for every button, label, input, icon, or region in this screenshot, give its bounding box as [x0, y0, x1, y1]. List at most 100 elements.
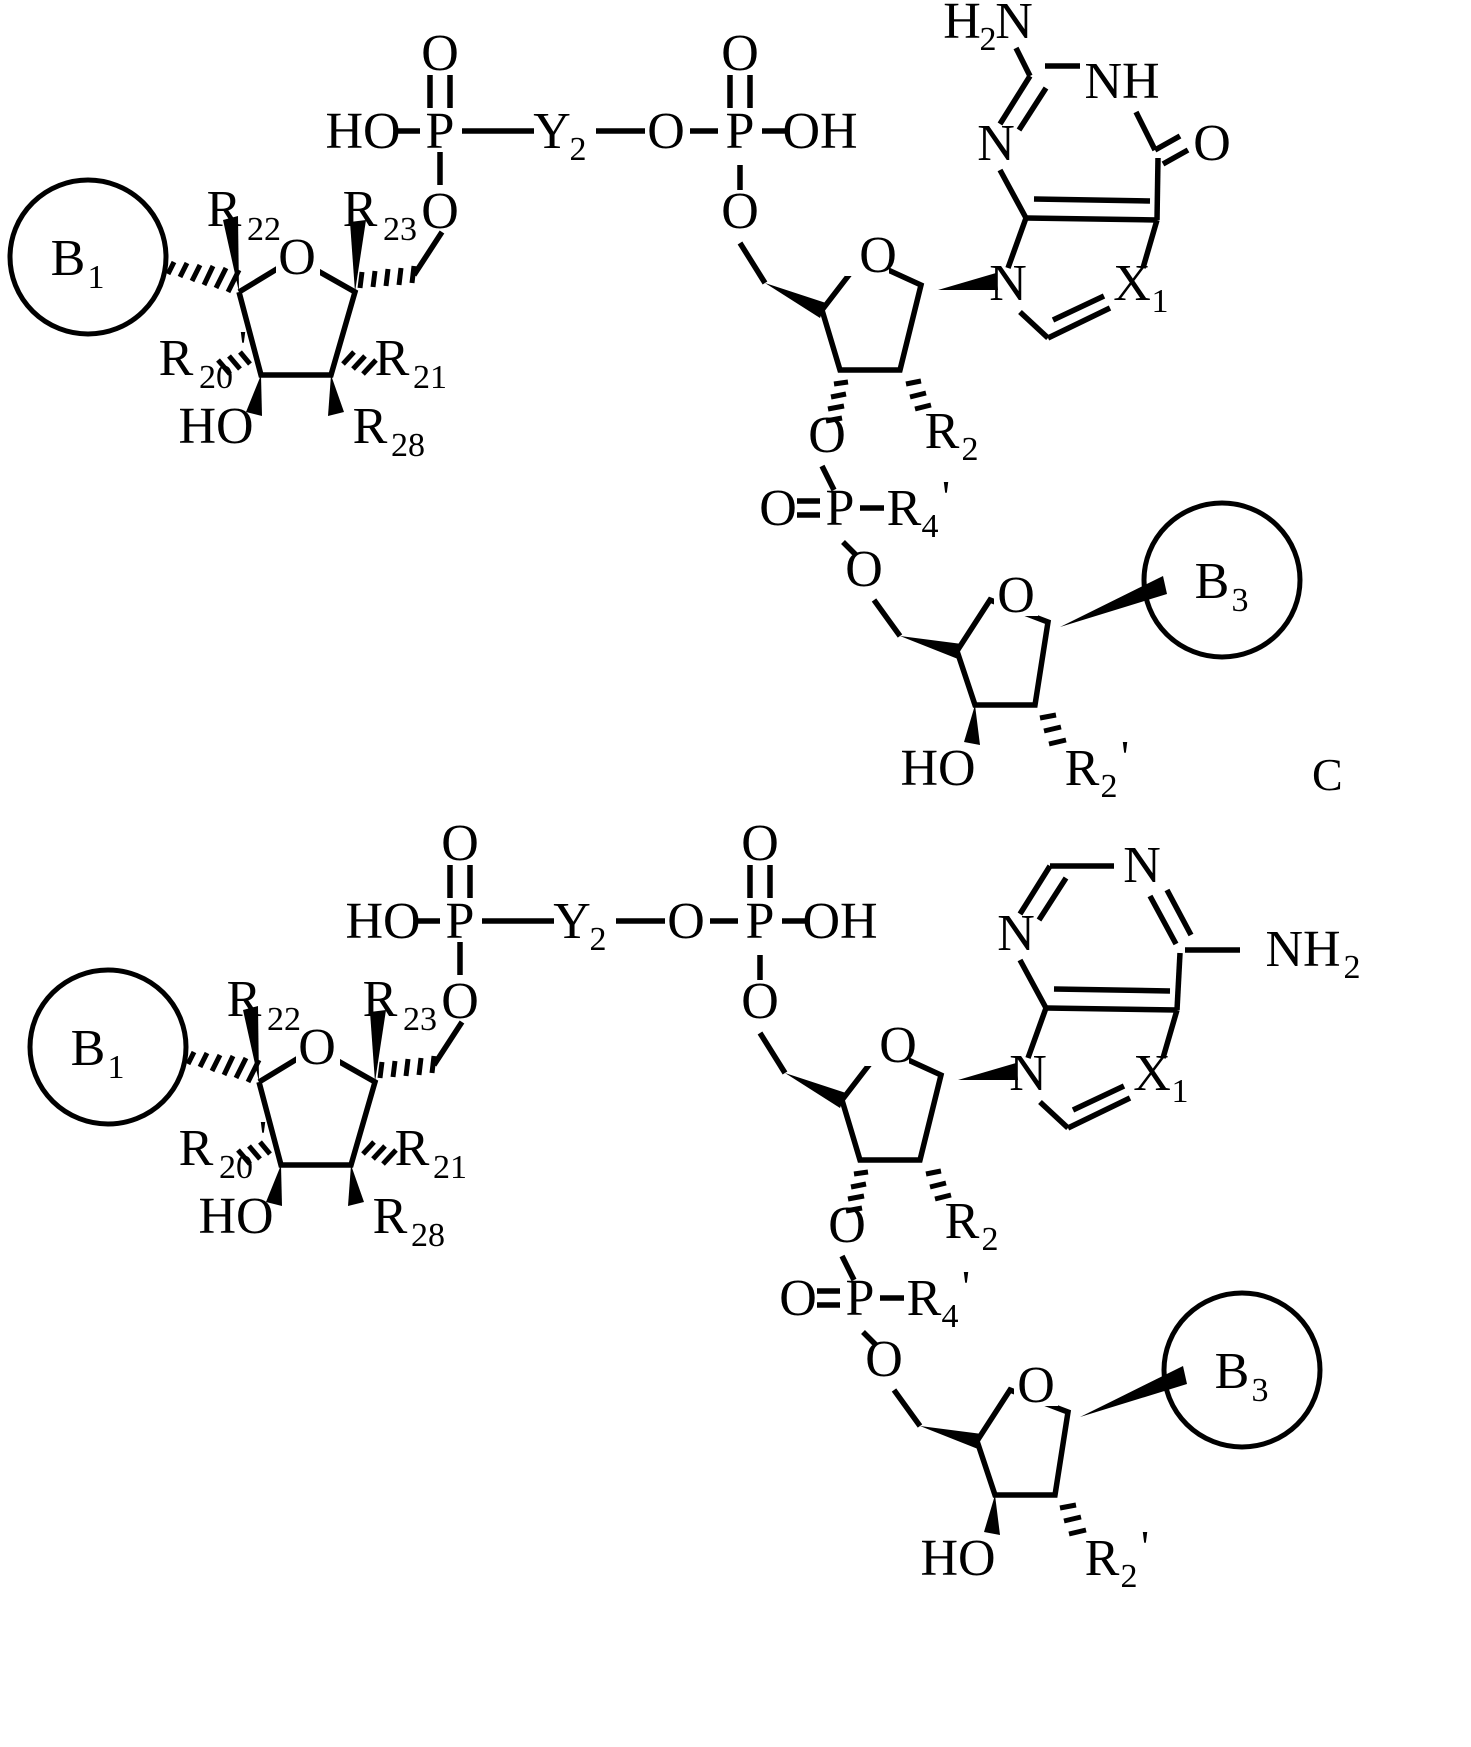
ring-oxygen-left-bottom: O	[298, 1019, 336, 1076]
guanine-x1-sub-top: 1	[1152, 283, 1169, 320]
ho-sugar-top: HO	[178, 398, 253, 455]
bond-o-c5-third-bottom	[891, 1388, 923, 1428]
p3-label-bottom: P	[846, 1270, 875, 1327]
o3-link-bottom: O	[828, 1197, 866, 1254]
o5-link-top: O	[845, 541, 883, 598]
bond-c5-o5-bottom	[431, 1020, 465, 1067]
r21-label-top: R	[375, 330, 410, 387]
bond-n3-c2-top	[997, 74, 1033, 126]
o-ester-right-top: O	[721, 183, 759, 240]
oh-right-top: OH	[782, 103, 857, 160]
wedge-r23-bottom	[370, 1010, 386, 1082]
ring-oxygen-mid-top: O	[859, 227, 897, 284]
bond-p3-o5b-bottom	[861, 1330, 878, 1347]
b1-label-bottom: B	[71, 1020, 106, 1077]
wedge-c3-oh-third-bottom	[984, 1495, 1000, 1535]
edge-fragment-text: C	[1312, 749, 1343, 800]
wedge-c3-oh-third-top	[964, 705, 980, 745]
guanine-o6-top: O	[1193, 115, 1231, 172]
o-bridge-bottom: O	[667, 893, 705, 950]
r21-sub-top: 21	[413, 359, 447, 396]
bond-c4-c5-bottom	[1045, 1005, 1178, 1013]
furanose-ring-right-bottom	[974, 1386, 1072, 1498]
o-double-3-top: O	[759, 480, 797, 537]
bond-n3-c2-double-bottom	[1036, 876, 1069, 922]
hash-bond-c5-bottom	[377, 1055, 437, 1079]
hash-c3-o-top	[825, 379, 849, 424]
wedge-ho-sugar-top	[246, 375, 262, 416]
bond-c8-x1-double-top	[1051, 293, 1106, 323]
bond-x1-c5-bottom	[1160, 1009, 1180, 1059]
y2-label-top: Y	[533, 103, 571, 160]
r4-sub-bottom: 4	[942, 1298, 959, 1335]
ring-o-mask-left-top	[276, 238, 320, 278]
bond-c4-c5-double-bottom	[1053, 986, 1171, 994]
wedge-c1-n9-top	[938, 273, 998, 290]
b3-sub-bottom: 3	[1252, 1372, 1269, 1409]
y2-sub-bottom: 2	[590, 921, 607, 958]
r23-sub-top: 23	[383, 211, 417, 248]
wedge-c1-n9-bottom	[958, 1063, 1018, 1080]
bond-c2-nh2-top	[1013, 46, 1033, 78]
bond-c4-c5-double-top	[1033, 196, 1151, 204]
wedge-c1-b3-bottom	[1080, 1366, 1187, 1417]
wedge-r28-top	[328, 375, 344, 416]
bond-c4-n3-bottom	[1017, 958, 1049, 1010]
r22-sub-top: 22	[247, 211, 281, 248]
r22-sub-bottom: 22	[267, 1001, 301, 1038]
guanine-h2n-sub-top: 2	[980, 21, 997, 58]
o-ester-left-bottom: O	[441, 973, 479, 1030]
hash-c2-r2prime-top	[1039, 712, 1067, 747]
r2prime-sub-top: 2	[1101, 768, 1118, 805]
adenine-nh2-sub-bottom: 2	[1344, 949, 1361, 986]
r4-label-top: R	[887, 480, 922, 537]
r2prime-prime-bottom: '	[1141, 1521, 1149, 1572]
hash-c3-o-bottom	[845, 1169, 869, 1214]
bond-c4-c5-top	[1025, 215, 1158, 223]
ring-o-mask-right-bottom	[1014, 1366, 1058, 1406]
bond-n3-c2-bottom	[1017, 864, 1053, 916]
b3-label-bottom: B	[1215, 1343, 1250, 1400]
r2-sub-bottom: 2	[982, 1221, 999, 1258]
p2-label-bottom: P	[746, 893, 775, 950]
o-double-1-top: O	[421, 25, 459, 82]
r28-label-bottom: R	[373, 1188, 408, 1245]
o5-link-bottom: O	[865, 1331, 903, 1388]
hash-r21-top	[341, 350, 378, 376]
o-double-3-bottom: O	[779, 1270, 817, 1327]
wedge-c5-c4-bottom	[785, 1073, 846, 1108]
r22-label-top: R	[207, 181, 242, 238]
o-double-1-bottom: O	[441, 815, 479, 872]
bond-c6-c5-top	[1154, 157, 1161, 221]
r21-sub-bottom: 21	[433, 1149, 467, 1186]
ring-oxygen-mid-bottom: O	[879, 1017, 917, 1074]
wedge-c1-b3-top	[1060, 576, 1167, 627]
r28-sub-bottom: 28	[411, 1217, 445, 1254]
adenine-x1-sub-bottom: 1	[1172, 1073, 1189, 1110]
ho-left-bottom: HO	[345, 893, 420, 950]
ring-o-mask-right-top	[994, 576, 1038, 616]
hash-c2-r2prime-bottom	[1059, 1502, 1087, 1537]
r20-label-bottom: R	[179, 1120, 214, 1177]
wedge-ho-sugar-bottom	[266, 1165, 282, 1206]
ring-o-mask-left-bottom	[296, 1028, 340, 1068]
bond-nh-c6-top	[1133, 110, 1158, 152]
r2prime-prime-top: '	[1121, 731, 1129, 782]
bond-c6-o-b-top	[1161, 147, 1190, 167]
b1-sub-bottom: 1	[108, 1049, 125, 1086]
ho-sugar-bottom: HO	[198, 1188, 273, 1245]
bond-c6-c5-bottom	[1174, 952, 1183, 1011]
r4-prime-bottom: '	[962, 1261, 970, 1312]
p3-label-top: P	[826, 480, 855, 537]
hash-c2-r2-bottom	[925, 1168, 952, 1202]
r2-label-top: R	[925, 403, 960, 460]
r4-label-bottom: R	[907, 1270, 942, 1327]
ring-o-mask-mid-bottom	[865, 1026, 909, 1066]
r2-label-bottom: R	[945, 1193, 980, 1250]
o3-link-top: O	[808, 407, 846, 464]
p2-label-top: P	[726, 103, 755, 160]
wedge-r23-top	[350, 220, 366, 292]
r2prime-label-top: R	[1065, 740, 1100, 797]
bond-o-c5-third-top	[871, 598, 903, 638]
r20-prime-top: '	[239, 321, 247, 372]
